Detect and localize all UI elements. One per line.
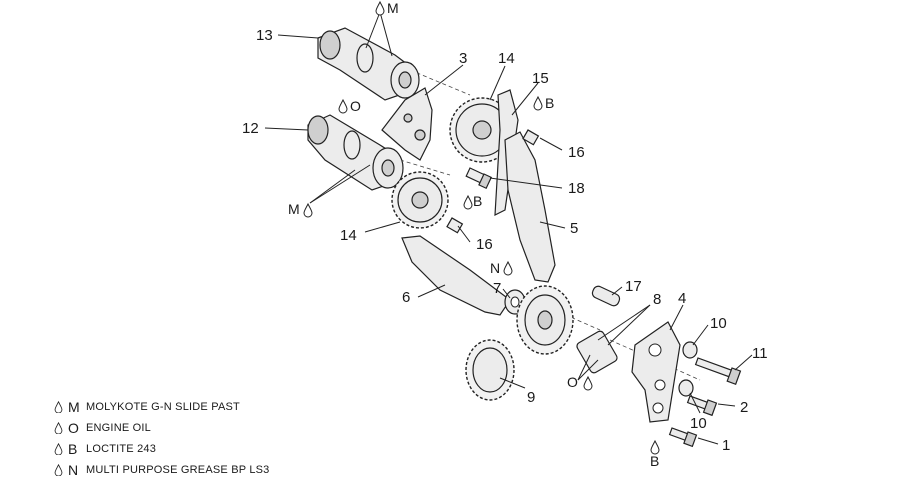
callout-12: 12 [242, 120, 259, 137]
screw-16-lower [446, 217, 464, 234]
cam-bracket [381, 87, 433, 161]
marker-b-upper: B [545, 95, 554, 111]
callout-10-upper: 10 [710, 315, 727, 332]
callout-18: 18 [568, 180, 585, 197]
lower-chain-guide [401, 235, 511, 316]
drop-icon [54, 400, 63, 413]
legend-row-engine-oil: O ENGINE OIL [54, 417, 270, 438]
marker-n-mid: N [490, 260, 500, 276]
marker-m-top: M [387, 0, 399, 16]
drop-icon [54, 442, 63, 455]
needle-bearing [576, 330, 618, 374]
bolt-1 [668, 427, 698, 448]
callout-11: 11 [752, 345, 768, 362]
screw-18 [465, 167, 493, 190]
drop-icon [54, 421, 63, 434]
marker-b-bottom: B [650, 453, 659, 469]
callout-16-upper: 16 [568, 144, 585, 161]
screw-16-upper [522, 129, 540, 146]
upper-camshaft [317, 27, 420, 101]
marker-m-left: M [288, 201, 300, 217]
legend-text: ENGINE OIL [86, 421, 151, 434]
lower-camshaft [307, 114, 404, 191]
pin [591, 285, 621, 307]
callout-3: 3 [459, 50, 467, 67]
support-plate [631, 321, 681, 423]
intermediate-gear [516, 285, 574, 355]
washer-10-lower [678, 379, 694, 397]
callout-14-upper: 14 [498, 50, 515, 67]
callout-8: 8 [653, 291, 661, 308]
bolt-2 [686, 395, 718, 417]
callout-2: 2 [740, 399, 748, 416]
callout-7: 7 [493, 280, 501, 297]
tensioner-slider [504, 131, 556, 283]
callout-13: 13 [256, 27, 273, 44]
legend-row-grease: N MULTI PURPOSE GREASE BP LS3 [54, 459, 270, 480]
bolt-11 [694, 357, 742, 386]
legend-row-molykote: M MOLYKOTE G-N SLIDE PAST [54, 396, 270, 417]
callout-14-lower: 14 [340, 227, 357, 244]
legend-code: N [68, 461, 79, 478]
marker-o-upper: O [350, 98, 361, 114]
drive-gear [465, 339, 515, 401]
legend-text: LOCTITE 243 [86, 442, 157, 455]
legend-code: B [68, 440, 78, 457]
callout-10-lower: 10 [690, 415, 707, 432]
callout-9: 9 [527, 389, 535, 406]
callout-15: 15 [532, 70, 549, 87]
legend-code: O [68, 419, 79, 436]
lubricant-legend: M MOLYKOTE G-N SLIDE PAST O ENGINE OIL B… [54, 396, 270, 480]
callout-1: 1 [722, 437, 730, 454]
legend-text: MOLYKOTE G-N SLIDE PAST [86, 400, 240, 413]
callout-6: 6 [402, 289, 410, 306]
callout-5: 5 [570, 220, 578, 237]
legend-row-loctite: B LOCTITE 243 [54, 438, 270, 459]
legend-code: M [68, 398, 80, 415]
lower-sprocket [391, 171, 449, 229]
legend-text: MULTI PURPOSE GREASE BP LS3 [86, 463, 270, 476]
marker-b-mid: B [473, 193, 482, 209]
marker-o-lower: O [567, 374, 578, 390]
callout-4: 4 [678, 290, 686, 307]
washer-10-upper [682, 341, 698, 359]
callout-17: 17 [625, 278, 642, 295]
callout-16-lower: 16 [476, 236, 493, 253]
